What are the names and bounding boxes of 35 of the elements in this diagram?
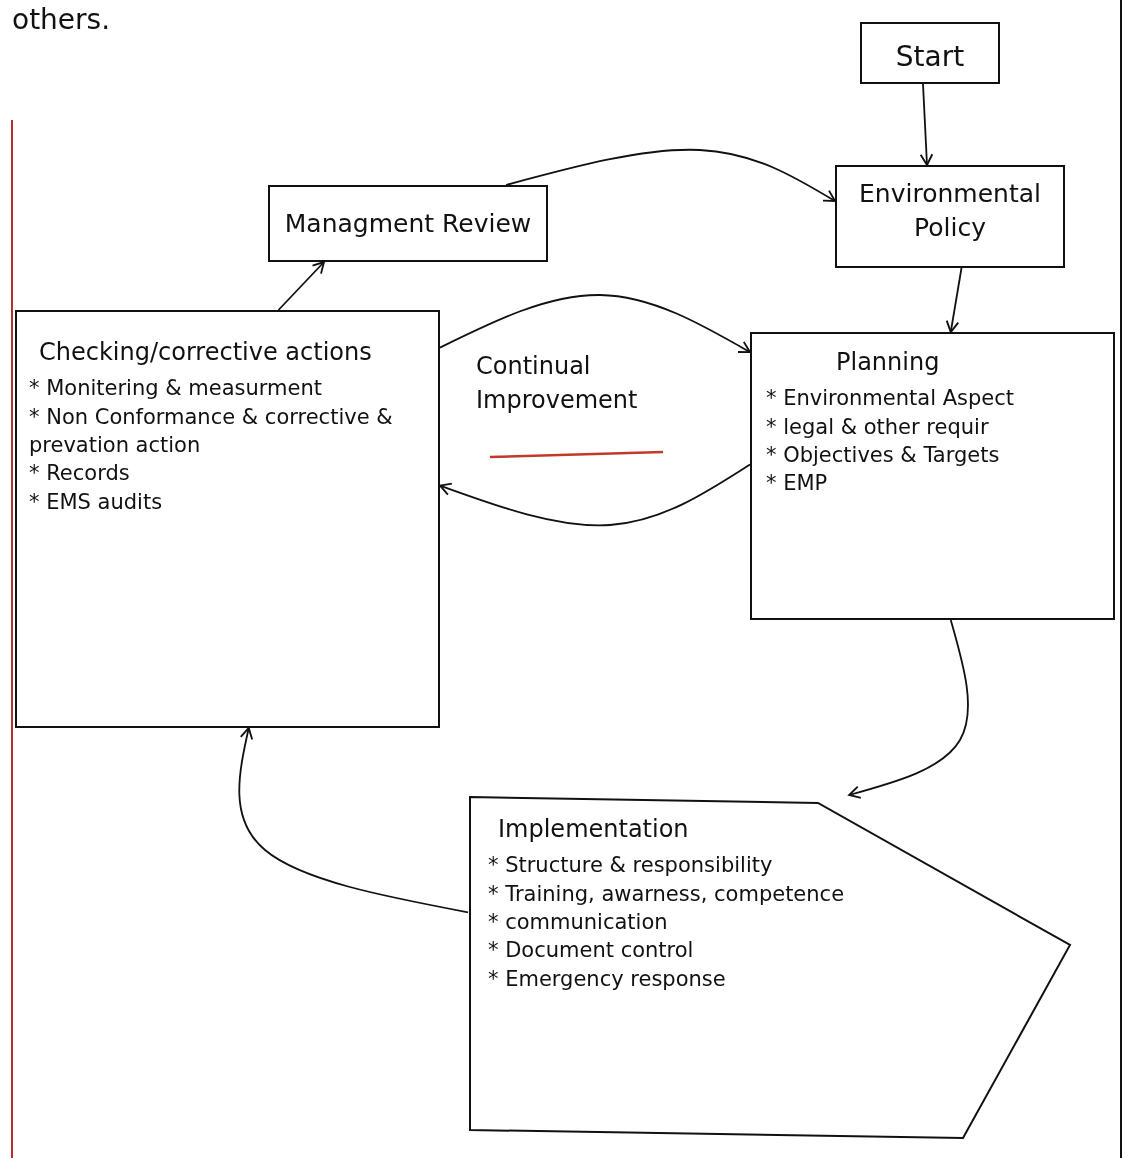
arrow [945, 267, 963, 333]
arrow [439, 463, 751, 527]
bullet-item: * Document control [488, 937, 695, 965]
arrow [848, 619, 969, 799]
bullet-item: * Emergency response [488, 965, 727, 993]
node-label: Start [894, 39, 966, 75]
bullet-item: * Objectives & Targets [766, 442, 1001, 470]
bullet-item: * communication [488, 909, 669, 937]
process-box [750, 332, 1115, 620]
arrow [439, 294, 751, 354]
bullet-item: * Non Conformance & corrective & prevation action [29, 403, 394, 460]
arrow [919, 83, 934, 166]
bullet-item: * Environmental Aspect [766, 385, 1015, 413]
bullet-item: * Records [29, 460, 131, 488]
process-box [268, 185, 548, 262]
arrow [277, 261, 325, 311]
box-heading: Implementation [498, 814, 690, 845]
process-box [835, 165, 1065, 268]
bullet-item: * legal & other requir [766, 413, 990, 441]
bullet-item: * Monitering & measurment [29, 375, 323, 403]
bullet-item: * EMP [766, 470, 829, 498]
bullet-item: * EMS audits [29, 488, 164, 516]
cycle-label: Continual Improvement [476, 351, 639, 416]
node-label: Environmental Policy [858, 178, 1042, 244]
start-box [860, 22, 1000, 84]
arrow [238, 727, 469, 914]
process-shape [468, 795, 1073, 1140]
node-label: Managment Review [283, 208, 533, 240]
box-heading: Planning [836, 347, 941, 378]
bullet-item: * Training, awarness, competence [488, 880, 846, 908]
bullet-item: * Structure & responsibility [488, 852, 774, 880]
process-box [15, 310, 440, 728]
arrow [505, 148, 836, 202]
note-text: others. [12, 2, 112, 38]
box-heading: Checking/corrective actions [39, 337, 373, 368]
